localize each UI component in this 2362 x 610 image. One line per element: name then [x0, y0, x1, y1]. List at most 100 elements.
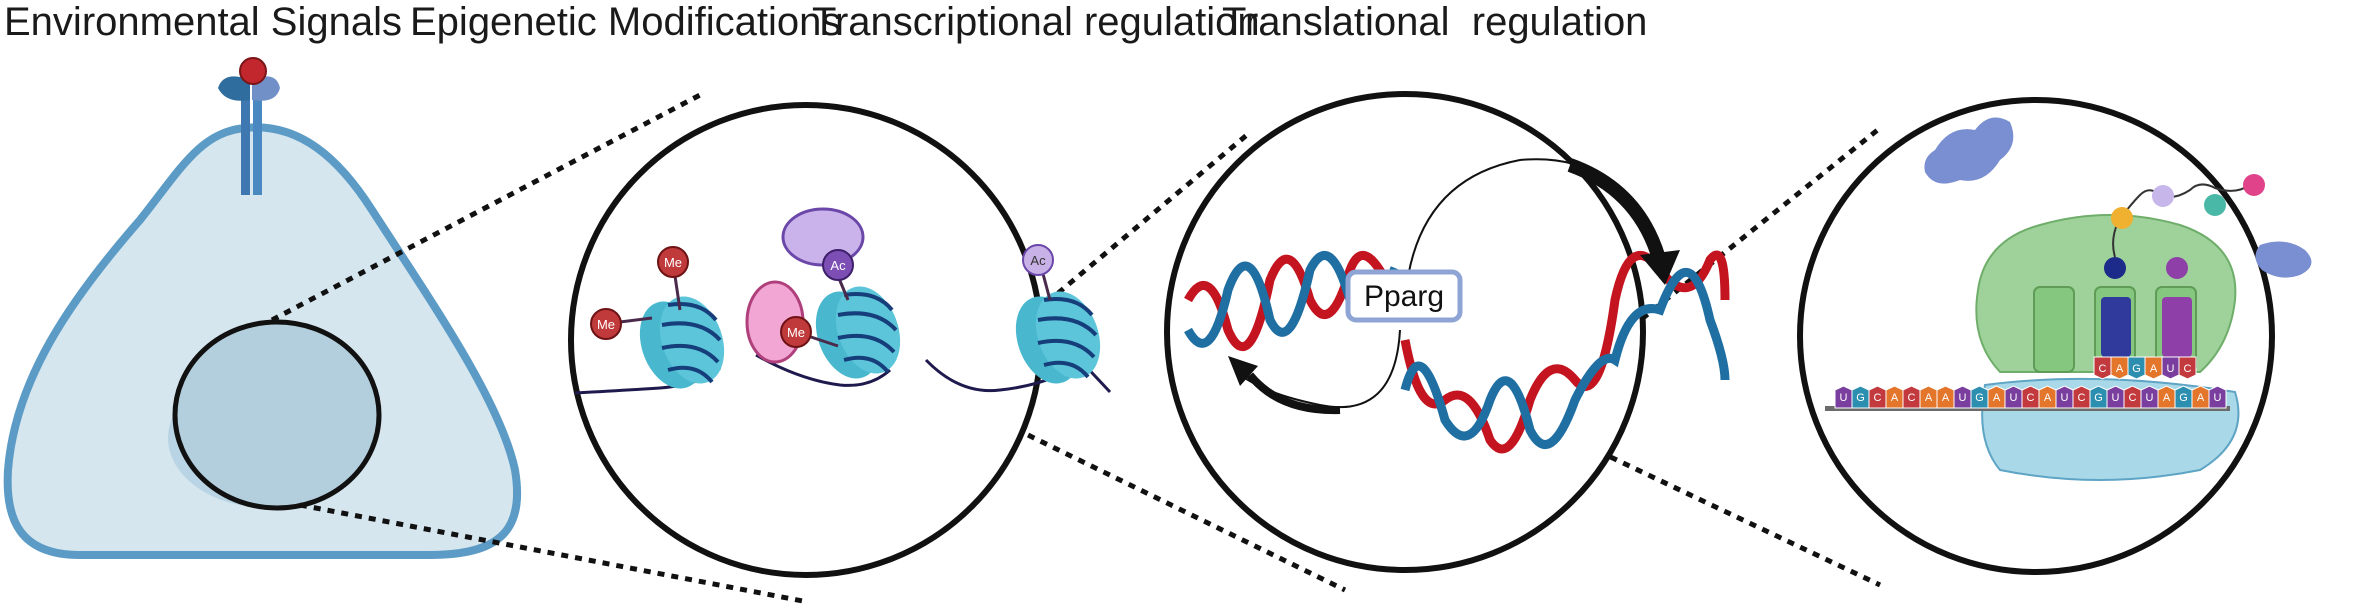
anticodon-base-letter: U: [2167, 363, 2175, 375]
mrna-base-tile: [2055, 385, 2074, 409]
dna-strand-blue-right: [1400, 268, 1730, 449]
ribosome-e-site: [2033, 286, 2075, 373]
mrna-base-tile: [1885, 385, 1904, 409]
svg-text:Me: Me: [597, 317, 615, 332]
mrna-base-letter: U: [2146, 392, 2154, 404]
anticodon-base-letter: A: [2116, 363, 2124, 375]
dna-strand-red-left: [1184, 251, 1400, 351]
svg-text:Me: Me: [787, 325, 805, 340]
mrna-base-letter: A: [1925, 392, 1933, 404]
mrna-base-letter: A: [1891, 392, 1899, 404]
anticodon-base-letter: C: [2184, 363, 2192, 375]
mrna-base-letter: C: [1874, 392, 1882, 404]
mrna-base-letter: U: [2112, 392, 2120, 404]
mrna-base-letter: A: [1942, 392, 1950, 404]
mrna-base-tile: [1868, 385, 1887, 409]
nucleosome-1: [639, 296, 725, 389]
nucleosome-2: [815, 286, 901, 379]
mrna-base-tile: [1851, 385, 1870, 409]
epigenetic-panel: Me Me Me Ac Ac: [574, 207, 1112, 395]
trna-purple: [2162, 297, 2192, 357]
svg-text:Me: Me: [664, 255, 682, 270]
mrna-base-tile: [1936, 385, 1955, 409]
mrna-base-tile: [2174, 385, 2193, 409]
svg-text:Ac: Ac: [1030, 253, 1046, 268]
mrna-base-letter: U: [2214, 392, 2222, 404]
cell-panel: [3, 57, 522, 559]
mrna-base-tile: [1970, 385, 1989, 409]
amino-acid-purple: [2166, 257, 2188, 279]
mrna-base-tile: [2072, 385, 2091, 409]
anticodon-base-letter: C: [2099, 363, 2107, 375]
mrna-base-letter: G: [1975, 392, 1984, 404]
amino-acid-orange: [2111, 207, 2133, 229]
mrna-base-letter: A: [1993, 392, 2001, 404]
anticodon-base-tile: [2161, 356, 2180, 380]
gene-label-box: [1345, 269, 1463, 323]
mrna-base-tile: [2106, 385, 2125, 409]
dna-strand-red-right: [1400, 250, 1730, 454]
mrna-base-letter: C: [1908, 392, 1916, 404]
mrna-base-letter: A: [2044, 392, 2052, 404]
amino-acid-pink: [2243, 174, 2265, 196]
mrna-base-tile: [2123, 385, 2142, 409]
signal-ligand-icon: [239, 57, 267, 85]
mrna-base-tile: [2089, 385, 2108, 409]
methyl-mark-3: Me: [780, 316, 812, 348]
mrna-base-tile: [2021, 385, 2040, 409]
anticodon-base-tile: [2144, 356, 2163, 380]
mrna-base-tile: [1834, 385, 1853, 409]
mrna-base-letter: A: [2197, 392, 2205, 404]
mrna-base-letter: U: [1959, 392, 1967, 404]
mrna-base-tile: [1919, 385, 1938, 409]
activation-arrow: [1567, 158, 1667, 264]
mrna-base-letter: U: [1840, 392, 1848, 404]
gene-label-pparg: Pparg: [1364, 280, 1444, 313]
mrna-base-tile: [2038, 385, 2057, 409]
mrna-base-letter: C: [2129, 392, 2137, 404]
mrna-base-tile: [1953, 385, 1972, 409]
folded-protein-1: [1924, 117, 2014, 184]
panel-title-environmental-signals: Environmental Signals: [4, 0, 402, 44]
amino-acid-teal: [2204, 194, 2226, 216]
amino-acid-lavender: [2152, 185, 2174, 207]
svg-text:Ac: Ac: [830, 258, 846, 273]
mrna-base-letter: U: [2061, 392, 2069, 404]
mrna-base-letter: G: [2179, 392, 2188, 404]
acetyl-mark-2: Ac: [1022, 244, 1054, 276]
anticodon-base-letter: G: [2132, 363, 2141, 375]
cell-nucleus: [172, 319, 382, 511]
chromatin-dna-strand: [574, 353, 1112, 395]
mrna-base-tile: [2004, 385, 2023, 409]
mrna-base-letter: C: [2027, 392, 2035, 404]
activation-arrowhead-icon: [1640, 250, 1680, 285]
panel-title-translational-regulation: Translational regulation: [1222, 0, 1648, 44]
nucleosome-3: [1015, 291, 1101, 384]
panel-title-transcriptional-regulation: Transcriptional regulation: [812, 0, 1260, 44]
mrna-base-tile: [1902, 385, 1921, 409]
acetyl-mark-1: Ac: [822, 249, 854, 281]
anticodon-base-tile: [2093, 356, 2112, 380]
anticodon-base-letter: A: [2150, 363, 2158, 375]
anticodon-base-tile: [2127, 356, 2146, 380]
mrna-base-letter: G: [1856, 392, 1865, 404]
mrna-base-tile: [2208, 385, 2227, 409]
mrna-base-tile: [1987, 385, 2006, 409]
mrna-base-letter: C: [2078, 392, 2086, 404]
transcription-panel: Pparg: [1184, 158, 1730, 454]
trna-blue: [2101, 297, 2131, 357]
repression-arrowhead-icon: [1228, 356, 1258, 386]
mrna-base-tile: [2191, 385, 2210, 409]
amino-acid-navy: [2104, 257, 2126, 279]
transcription-zoom-circle: [1164, 91, 1646, 573]
repression-arrow: [1246, 372, 1341, 415]
mrna-base-tile: [2157, 385, 2176, 409]
methyl-mark-1: Me: [657, 246, 689, 278]
anticodon-base-tile: [2178, 356, 2197, 380]
mrna-base-letter: G: [2094, 392, 2103, 404]
anticodon-base-tile: [2110, 356, 2129, 380]
